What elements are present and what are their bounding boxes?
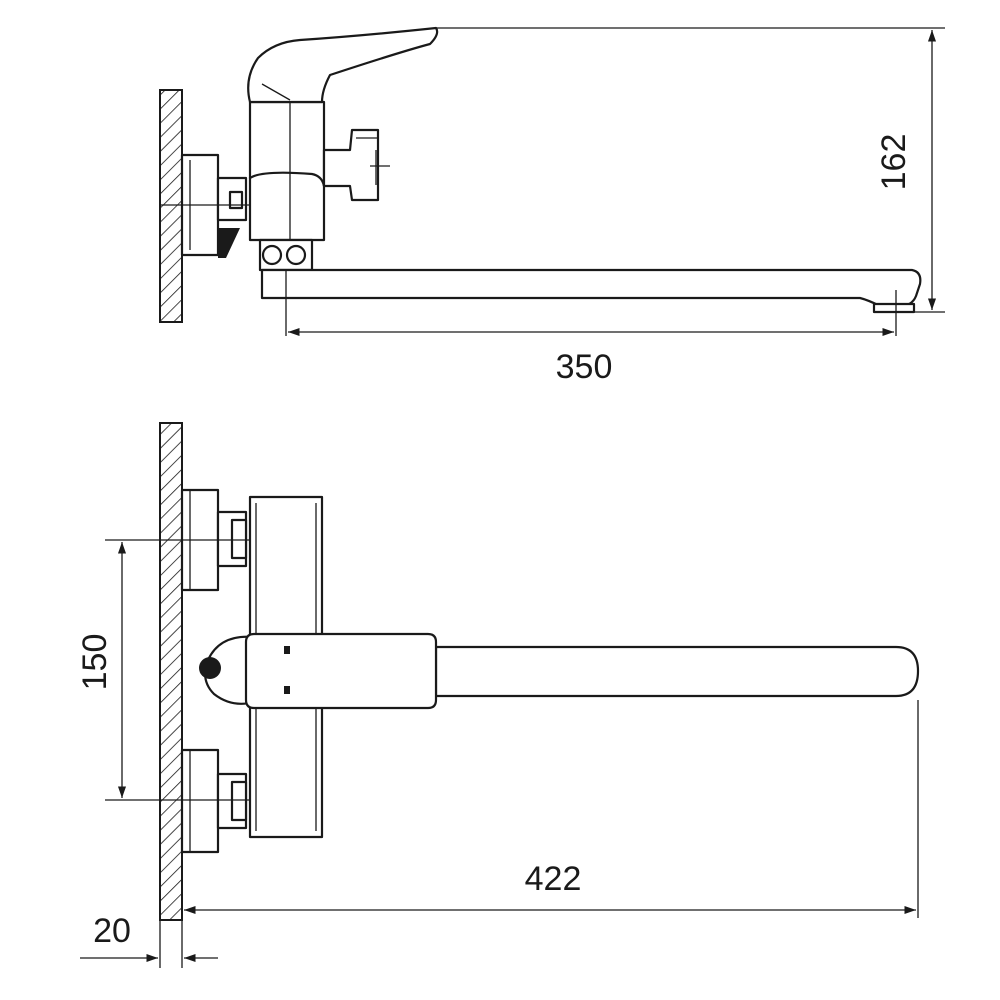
lever-handle-side <box>247 26 439 104</box>
dimension-150: 150 <box>76 542 127 798</box>
wall-section-top <box>159 422 183 921</box>
handle-cap-top <box>199 635 256 705</box>
spout-top <box>244 632 920 710</box>
side-view: 162 350 <box>159 26 945 386</box>
upper-eccentric <box>105 488 250 592</box>
dimension-label-350: 350 <box>556 348 613 386</box>
swivel-nut-side <box>258 238 314 272</box>
dimension-350: 350 <box>288 327 894 386</box>
dimension-label-20: 20 <box>93 912 131 950</box>
dimension-422: 422 <box>184 700 919 918</box>
wall-flange-side <box>160 153 250 258</box>
dimension-label-150: 150 <box>76 634 114 691</box>
mixer-body-side <box>248 88 390 242</box>
top-view: 150 422 20 <box>76 422 920 968</box>
lower-eccentric <box>105 748 250 854</box>
dimension-label-162: 162 <box>875 134 913 191</box>
spout-side <box>260 268 922 336</box>
wall-section-side <box>159 89 183 323</box>
dimension-20: 20 <box>80 912 218 968</box>
dimension-label-422: 422 <box>525 860 582 898</box>
dimension-162: 162 <box>436 27 945 313</box>
